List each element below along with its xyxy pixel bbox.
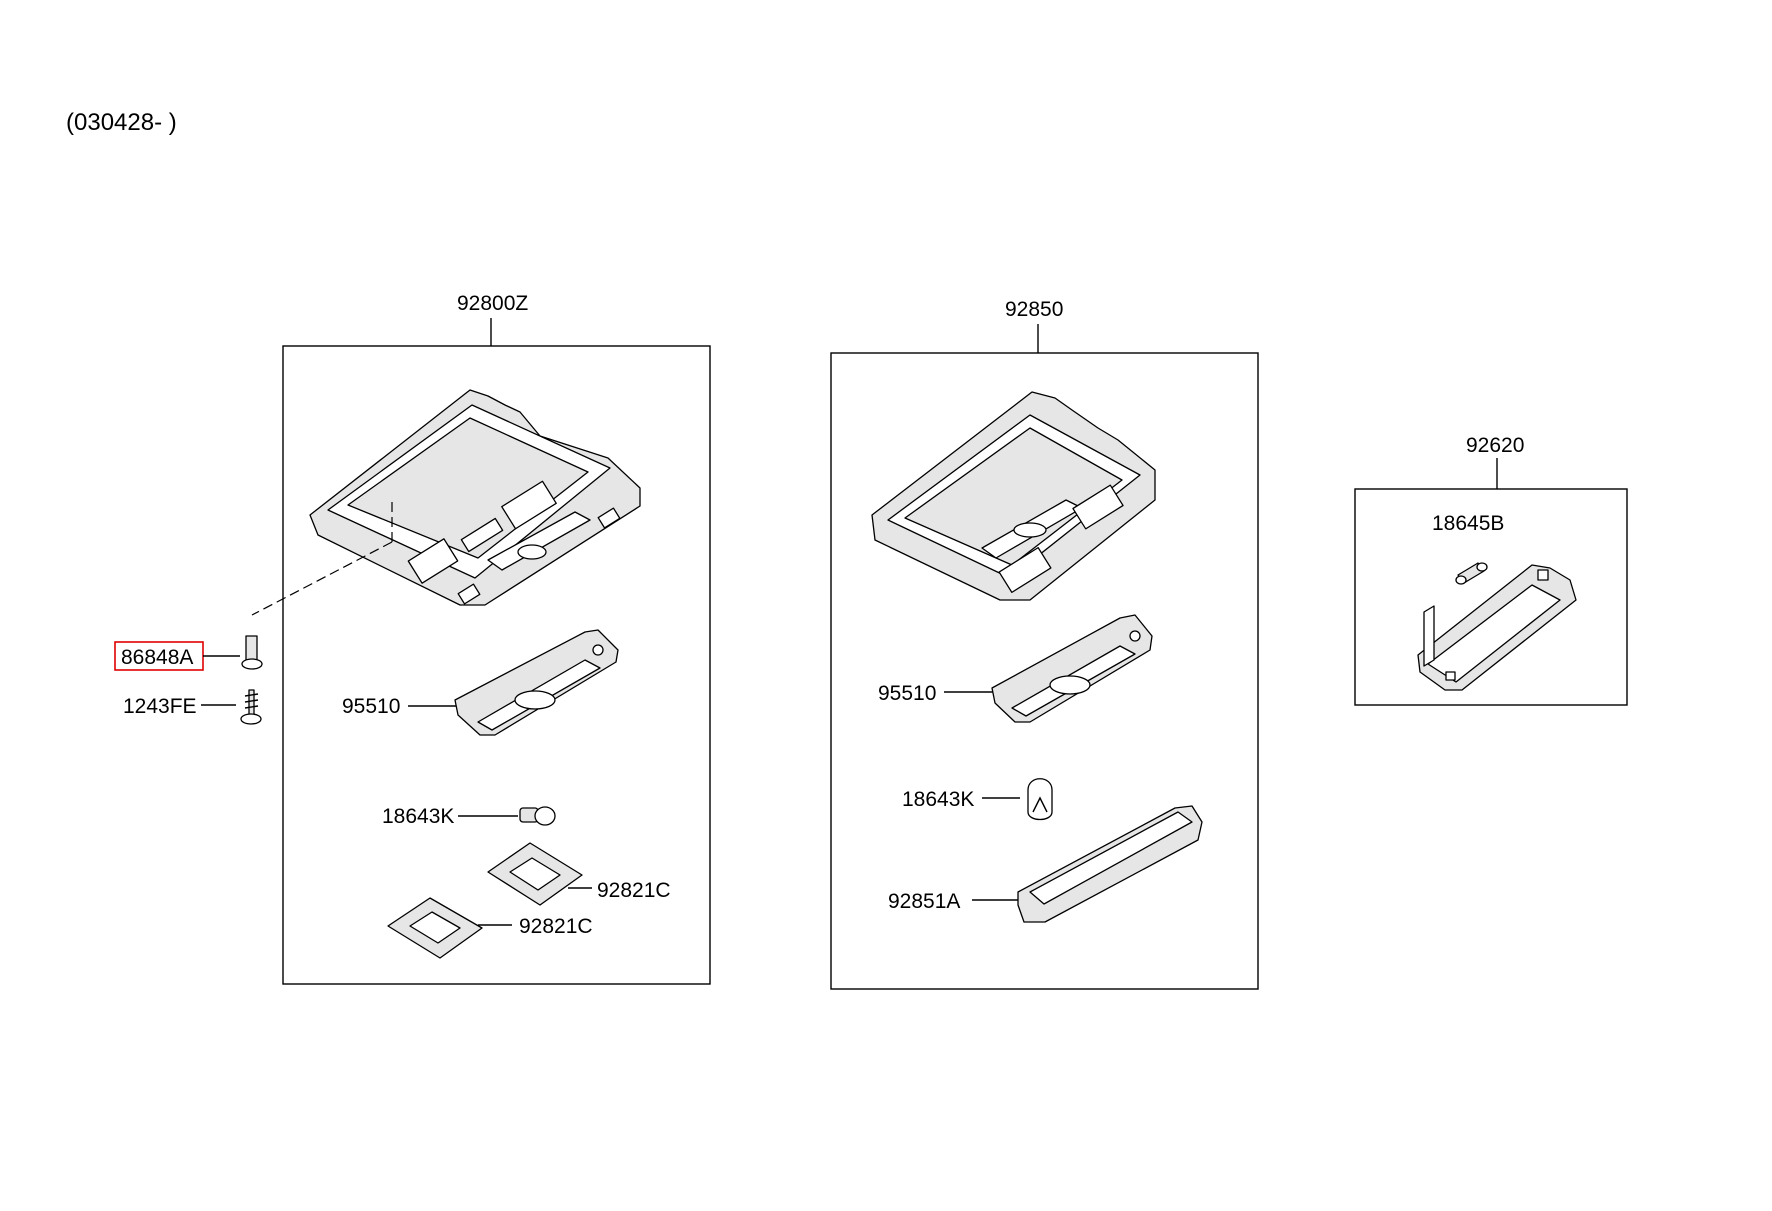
lamp-lens-95510-a[interactable]	[454, 629, 619, 736]
part-label-92821C-a[interactable]: 92821C	[597, 879, 671, 902]
clip-86848A[interactable]	[241, 635, 263, 670]
bulb-18643K-a[interactable]	[519, 806, 556, 826]
assembly-label-92800Z[interactable]: 92800Z	[457, 292, 528, 315]
part-label-18643K-b[interactable]: 18643K	[902, 788, 974, 811]
part-label-95510-b[interactable]: 95510	[878, 682, 936, 705]
pad-92821C-a[interactable]	[487, 842, 583, 906]
screw-1243FE[interactable]	[240, 689, 262, 725]
lens-cover-92851A[interactable]	[1017, 805, 1203, 923]
assembly-92620: 92620 18645B	[1354, 434, 1628, 706]
date-note: (030428- )	[66, 109, 177, 136]
assembly-frame	[1354, 488, 1628, 706]
dashed-guide	[251, 541, 393, 616]
overhead-console-housing[interactable]	[309, 389, 641, 606]
part-label-86848A[interactable]: 86848A	[121, 646, 193, 669]
assembly-frame	[282, 345, 711, 985]
part-label-18645B[interactable]: 18645B	[1432, 512, 1504, 535]
assembly-label-92850[interactable]: 92850	[1005, 298, 1063, 321]
lamp-housing-92620[interactable]	[1417, 564, 1577, 691]
bulb-18645B[interactable]	[1455, 562, 1488, 585]
part-label-18643K-a[interactable]: 18643K	[382, 805, 454, 828]
lamp-lens-95510-b[interactable]	[991, 614, 1153, 723]
part-label-92821C-b[interactable]: 92821C	[519, 915, 593, 938]
part-label-95510-a[interactable]: 95510	[342, 695, 400, 718]
part-label-92851A[interactable]: 92851A	[888, 890, 960, 913]
bulb-18643K-b[interactable]	[1027, 778, 1053, 821]
assembly-label-92620[interactable]: 92620	[1466, 434, 1524, 457]
pad-92821C-b[interactable]	[387, 897, 483, 959]
assembly-92850: 92850 95510 18643K 92851A	[830, 298, 1259, 990]
part-label-1243FE[interactable]: 1243FE	[123, 695, 197, 718]
assembly-92800Z: 92800Z 86848A 1243FE	[114, 292, 711, 985]
overhead-console-housing-92850[interactable]	[871, 391, 1156, 601]
assembly-frame	[830, 352, 1259, 990]
